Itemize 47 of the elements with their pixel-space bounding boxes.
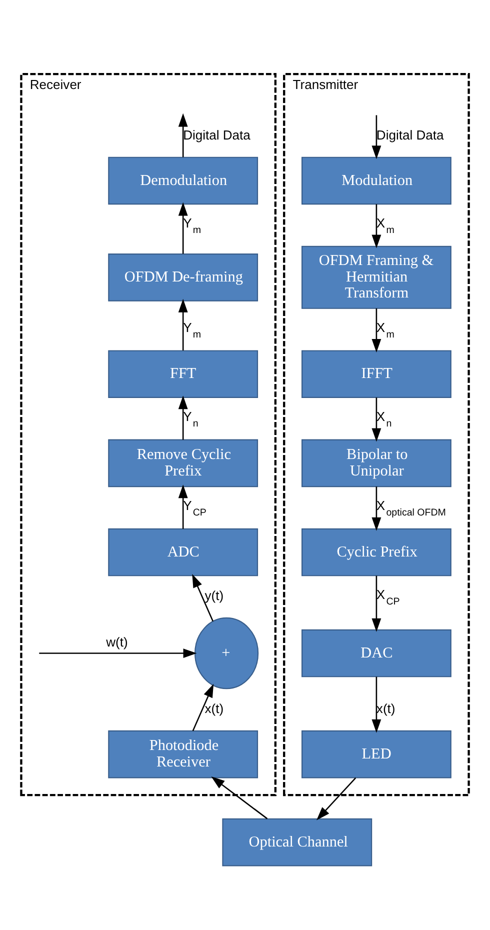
edge-label: w(t) bbox=[106, 634, 128, 649]
node-box: DAC bbox=[301, 628, 452, 677]
edge-label: X$_{m}$ bbox=[376, 319, 394, 340]
edge-label: X$_{n}$ bbox=[376, 408, 392, 429]
node-box: OFDM Framing & Hermitian Transform bbox=[301, 245, 452, 308]
arrow bbox=[372, 486, 382, 530]
arrow bbox=[372, 114, 382, 159]
arrow bbox=[192, 683, 214, 731]
node-box: ADC bbox=[108, 528, 258, 576]
node-box: OFDM De-framing bbox=[108, 253, 258, 301]
node-box: Demodulation bbox=[108, 156, 258, 204]
edge-label: Y$_{n}$ bbox=[183, 408, 198, 429]
node-box: Remove Cyclic Prefix bbox=[108, 438, 258, 487]
arrow bbox=[178, 484, 188, 528]
arrow bbox=[178, 112, 188, 157]
node-box: Optical Channel bbox=[222, 818, 372, 866]
edge-label: Digital Data bbox=[376, 127, 444, 142]
arrow bbox=[372, 308, 382, 352]
edge-label: x(t) bbox=[204, 700, 224, 716]
edge-label: Y$_{m}$ bbox=[183, 215, 201, 236]
node-box: Photodiode Receiver bbox=[108, 730, 258, 778]
arrow bbox=[372, 397, 382, 442]
edge-label: Y$_{CP}$ bbox=[183, 497, 206, 518]
edge-label: Y$_{m}$ bbox=[183, 319, 201, 340]
node-box: Modulation bbox=[301, 156, 452, 204]
arrow bbox=[211, 776, 268, 819]
arrow bbox=[178, 298, 188, 350]
node-ellipse: + bbox=[194, 616, 259, 689]
arrow bbox=[178, 202, 188, 254]
node-box: IFFT bbox=[301, 350, 452, 398]
edge-label: X$_{m}$ bbox=[376, 215, 394, 236]
edge-label: x(t) bbox=[376, 700, 396, 716]
node-box: FFT bbox=[108, 350, 258, 398]
arrow bbox=[39, 648, 197, 658]
arrow bbox=[372, 676, 382, 732]
edge-label: X$_{CP}$ bbox=[376, 586, 400, 608]
node-box: Bipolar to Unipolar bbox=[301, 438, 452, 487]
edge-label: y(t) bbox=[204, 588, 224, 603]
node-box: LED bbox=[301, 730, 452, 778]
edge-label: Digital Data bbox=[183, 127, 250, 142]
arrow bbox=[372, 204, 382, 248]
edge-label: X$_{optical OFDM}$ bbox=[376, 497, 446, 518]
arrow bbox=[192, 573, 214, 621]
arrow bbox=[316, 777, 356, 820]
node-box: Cyclic Prefix bbox=[301, 528, 452, 576]
arrow bbox=[178, 395, 188, 440]
arrow bbox=[372, 575, 382, 632]
